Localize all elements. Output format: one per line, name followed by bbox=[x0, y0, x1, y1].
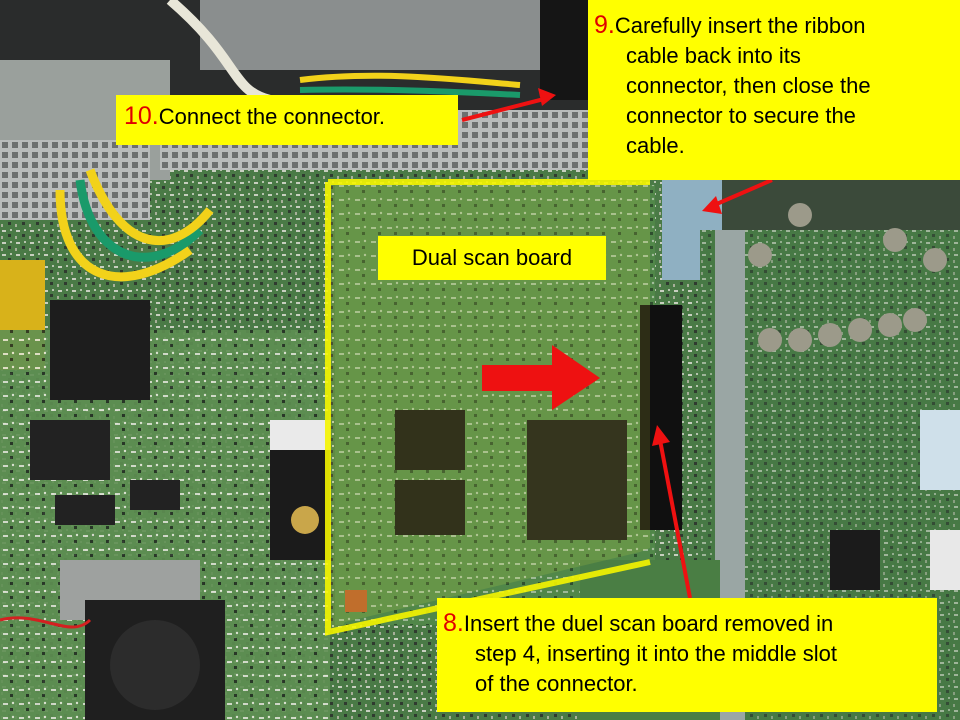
step-number-10: 10. bbox=[124, 102, 159, 130]
step-text-8-line-3: of the connector. bbox=[475, 671, 638, 696]
arrow-insert-direction bbox=[482, 345, 600, 410]
step-number-9: 9. bbox=[594, 11, 615, 39]
arrow-to-ribbon-9 bbox=[702, 178, 773, 214]
step-text-9-line-1: Carefully insert the ribbon bbox=[614, 13, 866, 38]
step-text-8-line-2: step 4, inserting it into the middle slo… bbox=[475, 641, 837, 666]
callout-step-9: 9.Carefully insert the ribbon cable back… bbox=[588, 0, 960, 180]
step-text-9-line-3: connector, then close the bbox=[626, 73, 871, 98]
step-text-9-line-4: connector to secure the bbox=[626, 103, 856, 128]
step-text-9-line-5: cable. bbox=[626, 133, 685, 158]
step-text-10: Connect the connector. bbox=[158, 104, 386, 129]
step-text-9-line-2: cable back into its bbox=[626, 43, 801, 68]
callout-step-8: 8.Insert the duel scan board removed in … bbox=[437, 598, 937, 712]
step-text-8-line-1: Insert the duel scan board removed in bbox=[463, 611, 834, 636]
dual-scan-board-label: Dual scan board bbox=[378, 236, 606, 280]
arrow-to-connector-10 bbox=[461, 88, 556, 122]
arrow-to-middle-slot-8 bbox=[652, 425, 692, 599]
callout-step-10: 10.Connect the connector. bbox=[116, 95, 458, 145]
step-number-8: 8. bbox=[443, 609, 464, 637]
